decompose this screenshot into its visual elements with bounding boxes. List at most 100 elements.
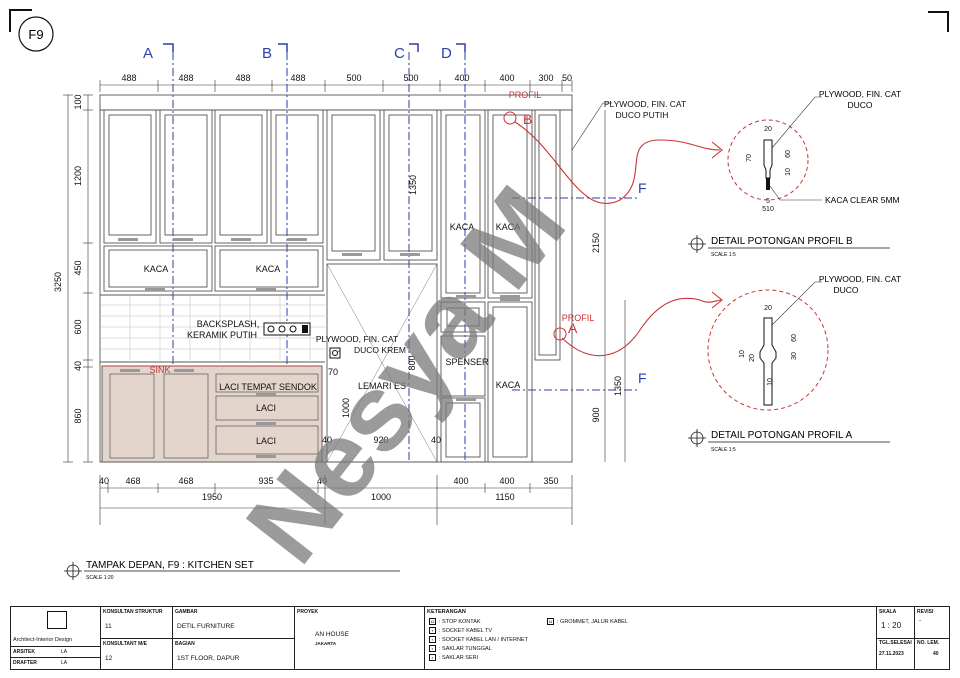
elevation-drawing: F9 A B C D 488 488 488 488 500 500 400 4… <box>9 9 949 584</box>
dim-inner-1000: 1000 <box>341 398 351 418</box>
detail-a-dim-5: 30 <box>791 352 798 360</box>
firm-logo-icon <box>47 611 67 629</box>
detail-b-dim-3: 60 <box>785 150 792 158</box>
dim-bottom-4: 935 <box>258 476 273 486</box>
dim-left-2: 1200 <box>73 166 83 186</box>
section-marker-b: B <box>262 45 272 62</box>
label-backsplash-2: KERAMIK PUTIH <box>187 330 257 340</box>
title-block: Architect-Interior Design ARSITEK LA DRA… <box>10 606 950 670</box>
dim-left-1: 100 <box>73 94 83 109</box>
legend-item-socket-tv: ▪: SOCKET KABEL TV <box>429 627 492 634</box>
dim-bottom-2: 468 <box>125 476 140 486</box>
legend-item-saklar-tunggal: ▪: SAKLAR TUNGGAL <box>429 645 492 652</box>
dim-bottom-6: 400 <box>453 476 468 486</box>
dim-bottom-1: 40 <box>99 476 109 486</box>
main-scale: SCALE 1:20 <box>86 575 114 581</box>
sheet-badge-text: F9 <box>28 27 43 42</box>
main-title: TAMPAK DEPAN, F9 : KITCHEN SET <box>86 560 254 571</box>
no-lembar-value: 40 <box>933 651 939 657</box>
dim-top-2: 488 <box>178 73 193 83</box>
dim-bottom-7: 400 <box>499 476 514 486</box>
dim-top-8: 400 <box>499 73 514 83</box>
legend-item-grommet: ◘: GROMMET, JALUR KABEL <box>547 618 628 625</box>
detail-b-dim-6: 510 <box>762 206 774 213</box>
arsitek-value: LA <box>61 649 68 655</box>
legend-item-stop-kontak: ◘: STOP KONTAK <box>429 618 481 625</box>
legend-item-socket-lan: ▪: SOCKET KABEL LAN / INTERNET <box>429 636 528 643</box>
dim-top-1: 488 <box>121 73 136 83</box>
label-sink: SINK <box>149 365 170 375</box>
dim-inner-1350b: 1350 <box>613 376 623 396</box>
marker-f-2: F <box>638 370 647 386</box>
detail-b-scale: SCALE 1:5 <box>711 252 736 258</box>
top-dimensions <box>99 80 573 92</box>
keterangan-cell: KETERANGAN ◘: STOP KONTAK ▪: SOCKET KABE… <box>425 607 877 669</box>
revisi-cell: REVISI - NO. LEM. 40 <box>915 607 949 669</box>
dim-inner-40b: 40 <box>431 435 441 445</box>
detail-profil-b: 20 70 60 10 5 510 PLYWOOD, FIN. CAT DUCO… <box>688 89 901 258</box>
detail-b-note-1b: DUCO <box>847 100 872 110</box>
callout-plywood-top-1: PLYWOOD, FIN. CAT <box>604 99 686 109</box>
dim-top-7: 400 <box>454 73 469 83</box>
dim-top-3: 488 <box>235 73 250 83</box>
dim-bottom-total-2: 1000 <box>371 492 391 502</box>
legend-text: : SOCKET KABEL LAN / INTERNET <box>439 636 528 643</box>
dim-inner-900: 900 <box>591 407 601 422</box>
gambar-value: DETIL FURNITURE <box>177 623 235 630</box>
base-cabinet <box>101 365 323 463</box>
dim-bottom-3: 468 <box>178 476 193 486</box>
dim-inner-70: 70 <box>328 367 338 377</box>
label-kaca-4: KACA <box>496 222 521 232</box>
konsultan-me-value: 12 <box>105 655 113 662</box>
marker-a: A <box>568 320 578 336</box>
skala-cell: SKALA 1 : 20 TGL.SELESAI 27.11.2023 <box>877 607 915 669</box>
left-dimensions <box>63 94 93 463</box>
dim-inner-40a: 40 <box>322 435 332 445</box>
kitchen-set-elevation <box>99 94 573 463</box>
label-laci-2: LACI <box>256 436 276 446</box>
firm-name: Architect-Interior Design <box>13 637 72 643</box>
legend-item-saklar-seri: ▪: SAKLAR SERI <box>429 654 478 661</box>
callout-plywood-mid-2: DUCO KREM <box>354 345 406 355</box>
detail-a-note-1b: DUCO <box>833 285 858 295</box>
dim-bottom-total-1: 1950 <box>202 492 222 502</box>
socket-lan-icon: ▪ <box>429 636 436 643</box>
detail-profil-a: 20 60 10 20 30 10 PLYWOOD, FIN. CAT DUCO… <box>688 274 901 453</box>
socket-tv-icon: ▪ <box>429 627 436 634</box>
detail-b-note-2: KACA CLEAR 5MM <box>825 195 900 205</box>
sheet-badge: F9 <box>18 16 54 52</box>
dim-left-4: 600 <box>73 319 83 334</box>
detail-b-dim-1: 20 <box>764 126 772 133</box>
marker-b: B <box>523 111 532 127</box>
drafter-label: DRAFTER <box>13 660 37 666</box>
label-lemari-es: LEMARI ES <box>358 381 406 391</box>
gambar-cell: GAMBAR DETIL FURNITURE BAGIAN 1ST FLOOR,… <box>173 607 295 669</box>
arsitek-label: ARSITEK <box>13 649 35 655</box>
detail-b-note-1a: PLYWOOD, FIN. CAT <box>819 89 901 99</box>
dim-top-9: 300 <box>538 73 553 83</box>
tgl-selesai-label: TGL.SELESAI <box>879 640 912 646</box>
dim-bottom-5: 40 <box>317 476 327 486</box>
proyek-cell: PROYEK AN HOUSE JAKARTA <box>295 607 425 669</box>
label-profil-top: PROFIL <box>509 90 542 100</box>
bottom-dimensions <box>99 475 573 525</box>
keterangan-label: KETERANGAN <box>427 609 466 615</box>
detail-a-title: DETAIL POTONGAN PROFIL A <box>711 430 852 441</box>
socket-group <box>263 322 341 359</box>
detail-b-dim-5: 5 <box>766 198 770 205</box>
section-marker-c: C <box>394 45 405 62</box>
proyek-label: PROYEK <box>297 609 319 615</box>
bagian-value: 1ST FLOOR, DAPUR <box>177 655 240 662</box>
label-backsplash-1: BACKSPLASH, <box>197 319 260 329</box>
label-kaca-3: KACA <box>450 222 475 232</box>
label-kaca-1: KACA <box>144 264 169 274</box>
skala-value: 1 : 20 <box>881 621 902 630</box>
proyek-location: JAKARTA <box>315 641 337 646</box>
detail-a-dim-1: 20 <box>764 305 772 312</box>
label-kaca-2: KACA <box>256 264 281 274</box>
dim-top-10: 50 <box>562 73 572 83</box>
dim-inner-1350a: 1350 <box>408 175 418 195</box>
no-lembar-label: NO. LEM. <box>917 640 940 646</box>
section-markers: A B C D <box>143 45 452 62</box>
